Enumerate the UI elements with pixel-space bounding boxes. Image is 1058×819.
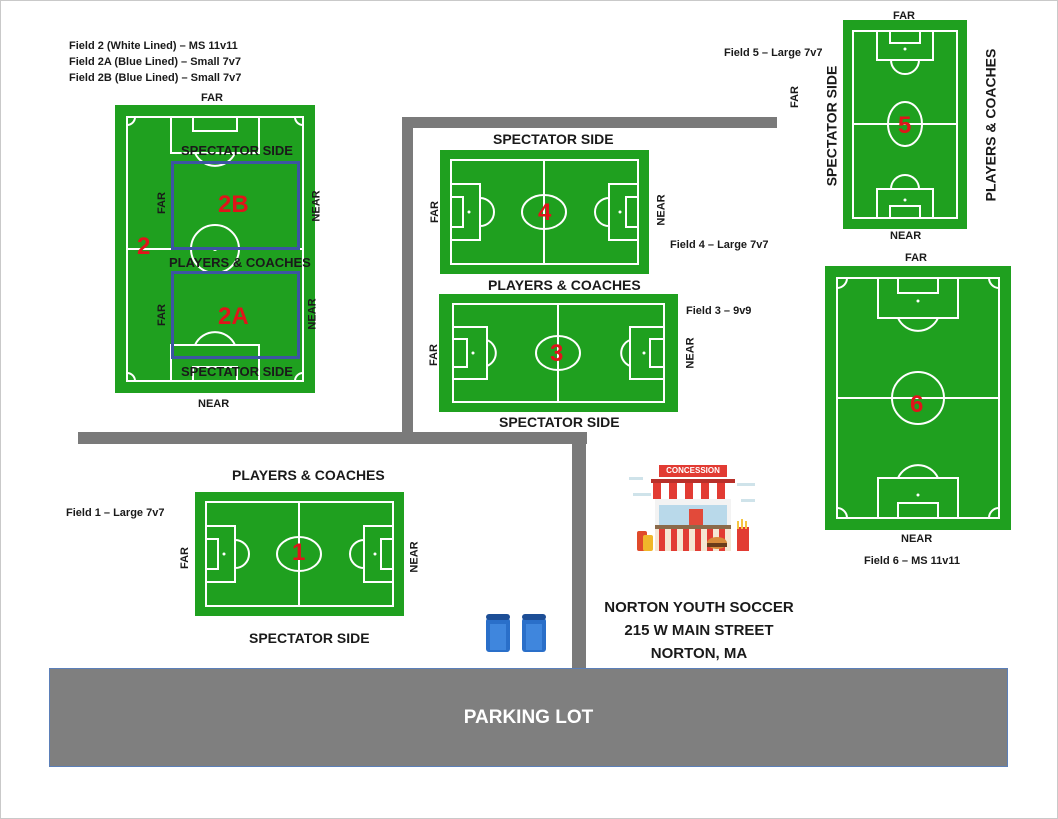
- restroom-icon: [484, 614, 556, 652]
- field4-far-side: FAR: [429, 201, 441, 223]
- field-4: [440, 150, 649, 274]
- field3-far-side: FAR: [428, 344, 440, 366]
- field2-legend-line1: Field 2 (White Lined) – MS 11v11: [69, 40, 238, 52]
- path-vertical-to-parking: [572, 432, 586, 669]
- field1-caption: Field 1 – Large 7v7: [66, 507, 165, 519]
- field5-spectator-side: SPECTATOR SIDE: [823, 65, 840, 187]
- field2b-number: 2B: [218, 191, 249, 218]
- field3-spectator: SPECTATOR SIDE: [499, 414, 620, 430]
- field2-spectator-bottom: SPECTATOR SIDE: [181, 364, 293, 379]
- field5-players-coaches: PLAYERS & COACHES: [982, 48, 999, 202]
- address-line-2: 215 W MAIN STREET: [624, 622, 774, 639]
- parking-lot: PARKING LOT: [49, 668, 1008, 767]
- field3-number: 3: [550, 340, 564, 367]
- field-1: [195, 492, 404, 616]
- field5-caption: Field 5 – Large 7v7: [724, 47, 823, 59]
- field6-caption: Field 6 – MS 11v11: [864, 555, 961, 567]
- field2-number: 2: [137, 233, 151, 260]
- field4-caption: Field 4 – Large 7v7: [670, 239, 769, 251]
- path-vertical-left: [402, 117, 413, 437]
- field-3: [439, 294, 678, 412]
- field1-players-coaches: PLAYERS & COACHES: [232, 467, 385, 483]
- field-5: [843, 20, 967, 229]
- field5-near-bottom: NEAR: [890, 230, 922, 242]
- field6-number: 6: [910, 391, 924, 418]
- field4-number: 4: [538, 199, 552, 226]
- field6-near-bottom: NEAR: [901, 533, 933, 545]
- address-line-3: NORTON, MA: [650, 645, 748, 662]
- field1-spectator: SPECTATOR SIDE: [249, 630, 370, 646]
- field2a-far-side: FAR: [156, 304, 168, 326]
- field2b-far-side: FAR: [156, 192, 168, 214]
- field4-spectator: SPECTATOR SIDE: [493, 131, 614, 147]
- field1-near-side: NEAR: [408, 541, 421, 573]
- field-2a-boundary: [171, 271, 300, 359]
- field2a-near-side: NEAR: [306, 298, 319, 330]
- field2-legend-line3: Field 2B (Blue Lined) – Small 7v7: [69, 72, 242, 84]
- field1-far-side: FAR: [179, 547, 191, 569]
- field-2b-boundary: [171, 161, 300, 250]
- field2-far-top: FAR: [201, 92, 223, 104]
- parking-lot-label: PARKING LOT: [463, 707, 594, 728]
- field2a-number: 2A: [218, 303, 249, 330]
- field-6: [825, 266, 1011, 530]
- field5-far-side: FAR: [789, 86, 801, 108]
- concession-sign: CONCESSION: [666, 466, 720, 475]
- path-top-horizontal: [402, 117, 777, 128]
- field5-far-top: FAR: [893, 10, 915, 22]
- field5-number: 5: [898, 112, 912, 139]
- field1-number: 1: [292, 539, 306, 566]
- field6-far-top: FAR: [905, 252, 927, 264]
- path-middle-horizontal: [78, 432, 587, 444]
- field4-players-coaches: PLAYERS & COACHES: [488, 277, 641, 293]
- field3-caption: Field 3 – 9v9: [686, 305, 752, 317]
- field2-near-bottom: NEAR: [198, 398, 230, 410]
- field4-near-side: NEAR: [655, 194, 668, 226]
- field2-legend-line2: Field 2A (Blue Lined) – Small 7v7: [69, 56, 241, 68]
- field2-players-coaches: PLAYERS & COACHES: [169, 255, 311, 270]
- concession-stand-icon: CONCESSION: [629, 465, 757, 553]
- field2-spectator-top: SPECTATOR SIDE: [181, 143, 293, 158]
- field2b-near-side: NEAR: [310, 190, 323, 222]
- field3-near-side: NEAR: [684, 337, 697, 369]
- address-line-1: NORTON YOUTH SOCCER: [604, 599, 794, 616]
